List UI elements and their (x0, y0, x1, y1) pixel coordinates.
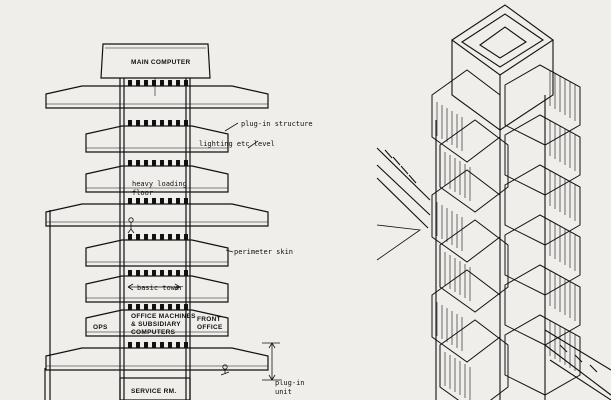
label-office-machines: OFFICE MACHINES (131, 313, 196, 320)
floor-plate (45, 347, 269, 371)
floor-plate (85, 165, 229, 193)
label-plug-in: plug-in (275, 379, 305, 387)
human-figure-icon-2 (220, 364, 230, 376)
label-ops: OPS (93, 324, 108, 331)
floor-plate (45, 203, 269, 227)
floor-plate (45, 85, 269, 109)
annotation-leaders (44, 122, 280, 400)
label-office: OFFICE (197, 324, 223, 331)
iso-module-left (439, 219, 509, 313)
isometric-tower (376, 4, 611, 400)
bridge-left (376, 147, 431, 229)
label-floor: floor (132, 189, 153, 197)
iso-module-right (504, 164, 581, 246)
label-subsidiary: & SUBSIDIARY (131, 321, 181, 328)
iso-module-left (431, 269, 501, 363)
label-unit: unit (275, 388, 292, 396)
label-main-computer: MAIN COMPUTER (131, 59, 191, 66)
iso-module-right (504, 214, 581, 296)
isometric-modules (431, 64, 581, 400)
main-computer-block (100, 43, 211, 79)
label-plug-in-structure: plug-in structure (241, 120, 313, 128)
iso-module-left (439, 119, 509, 213)
labels: MAIN COMPUTER plug-in structure lighting… (93, 59, 313, 396)
label-basic-tower: basic tower (137, 284, 183, 292)
label-perimeter-skin: perimeter skin (234, 248, 293, 256)
iso-module-left (431, 169, 501, 263)
floor-plate (85, 275, 229, 303)
label-computers: COMPUTERS (131, 329, 176, 336)
label-heavy-loading: heavy loading (132, 180, 187, 188)
iso-module-right (504, 264, 581, 346)
human-figure-icon (127, 217, 135, 234)
bridge-right (544, 329, 611, 400)
label-front: FRONT (197, 316, 221, 323)
label-service-room: SERVICE RM. (131, 388, 176, 395)
floor-plate (85, 125, 229, 153)
iso-module-left (439, 319, 509, 400)
floor-stack (45, 80, 269, 400)
iso-module-right (504, 64, 581, 146)
iso-module-left (431, 69, 501, 163)
floor-plate (85, 239, 229, 267)
floor-plate (85, 309, 229, 337)
label-lighting-level: lighting etc level (199, 140, 275, 148)
service-room-box (119, 377, 191, 400)
iso-module-right (504, 314, 581, 396)
iso-module-right (504, 114, 581, 196)
